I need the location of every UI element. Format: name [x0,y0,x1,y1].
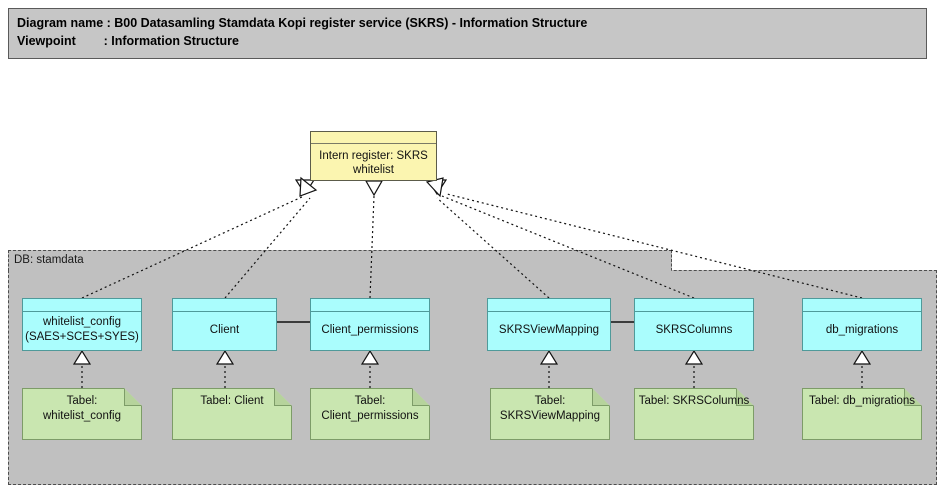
node-header-strip [23,299,141,312]
node-entity-skrscolumns[interactable]: SKRSColumns [634,298,754,351]
node-header-strip [311,132,436,144]
note-body [22,388,142,440]
db-container-tab [8,250,672,271]
node-table-skrsviewmapping[interactable]: Tabel: SKRSViewMapping [490,388,610,440]
node-label: SKRSColumns [655,323,733,336]
note-body [172,388,292,440]
diagram-name-line: Diagram name : B00 Datasamling Stamdata … [17,16,588,30]
node-table-skrscolumns[interactable]: Tabel: SKRSColumns [634,388,754,440]
diagram-header: Diagram name : B00 Datasamling Stamdata … [8,8,927,59]
node-entity-client-permissions[interactable]: Client_permissions [310,298,430,351]
node-header-strip [173,299,276,312]
node-label: Tabel: SKRSViewMapping [499,395,601,422]
node-intern-register-skrs-whitelist[interactable]: Intern register: SKRS whitelist [310,131,437,181]
node-entity-whitelist-config[interactable]: whitelist_config (SAES+SCES+SYES) [22,298,142,351]
node-label: Tabel: whitelist_config [43,395,121,422]
node-header-strip [488,299,610,312]
node-header-strip [311,299,429,312]
node-label: SKRSViewMapping [498,323,600,336]
db-container-seam [9,270,671,271]
realization-arrow-center [364,180,384,197]
node-entity-client[interactable]: Client [172,298,277,351]
node-table-db-migrations[interactable]: Tabel: db_migrations [802,388,922,440]
node-label: db_migrations [825,323,899,336]
note-body [310,388,430,440]
realization-arrow-left-a [294,179,316,196]
db-container-label: DB: stamdata [14,254,84,266]
node-label: Intern register: SKRS whitelist [319,149,428,176]
node-label: Tabel: SKRSColumns [638,395,750,407]
node-label: Tabel: Client [200,395,264,407]
note-body [490,388,610,440]
node-header-strip [803,299,921,312]
node-label: Tabel: Client_permissions [321,395,419,422]
node-table-client-permissions[interactable]: Tabel: Client_permissions [310,388,430,440]
node-label: whitelist_config (SAES+SCES+SYES) [25,316,139,343]
node-entity-db-migrations[interactable]: db_migrations [802,298,922,351]
note-body [634,388,754,440]
node-label: Tabel: db_migrations [808,395,916,407]
node-entity-skrsviewmapping[interactable]: SKRSViewMapping [487,298,611,351]
node-label: Client [209,323,240,336]
node-label: Client_permissions [321,323,419,336]
node-header-strip [635,299,753,312]
db-container-body [8,270,937,485]
node-table-client[interactable]: Tabel: Client [172,388,292,440]
viewpoint-line: Viewpoint : Information Structure [17,34,240,48]
note-body [802,388,922,440]
realization-arrow-right-a [426,179,448,196]
node-table-whitelist-config[interactable]: Tabel: whitelist_config [22,388,142,440]
